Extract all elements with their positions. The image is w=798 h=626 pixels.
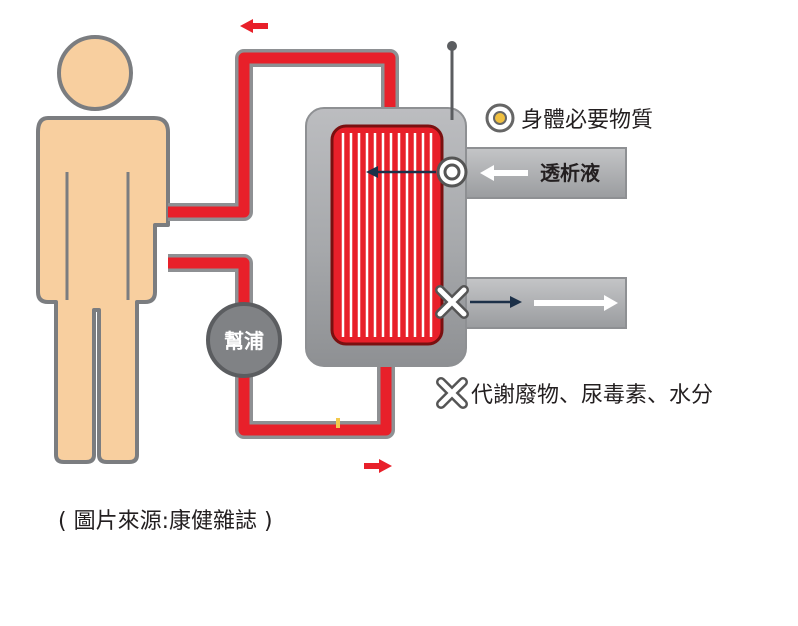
tube-marker <box>336 418 340 428</box>
pump-label: 幫浦 <box>224 329 264 353</box>
human-figure <box>36 35 170 464</box>
dialysate-inflow-arrow <box>480 165 528 181</box>
pump: 幫浦 <box>206 302 282 378</box>
diffusion-arrow-in <box>366 166 436 178</box>
diffusion-arrow-out <box>470 296 522 308</box>
essential-substance-marker <box>436 156 468 188</box>
waste-outflow-arrow <box>534 295 618 311</box>
blood-tube-outflow <box>168 49 399 221</box>
flow-arrow-right <box>364 459 392 473</box>
essential-label: 身體必要物質 <box>521 108 653 133</box>
dialysate-label: 透析液 <box>540 161 601 185</box>
legend-essential: 身體必要物質 <box>485 103 653 133</box>
waste-label: 代謝廢物、尿毒素、水分 <box>471 383 713 408</box>
flow-arrow-left <box>240 19 268 33</box>
legend-waste: 代謝廢物、尿毒素、水分 <box>436 377 713 409</box>
dialyzer-filter <box>330 124 444 346</box>
source-caption: ( 圖片來源:康健雜誌 ) <box>58 509 273 534</box>
waste-marker <box>435 285 469 319</box>
blood-tube-return <box>168 254 395 439</box>
